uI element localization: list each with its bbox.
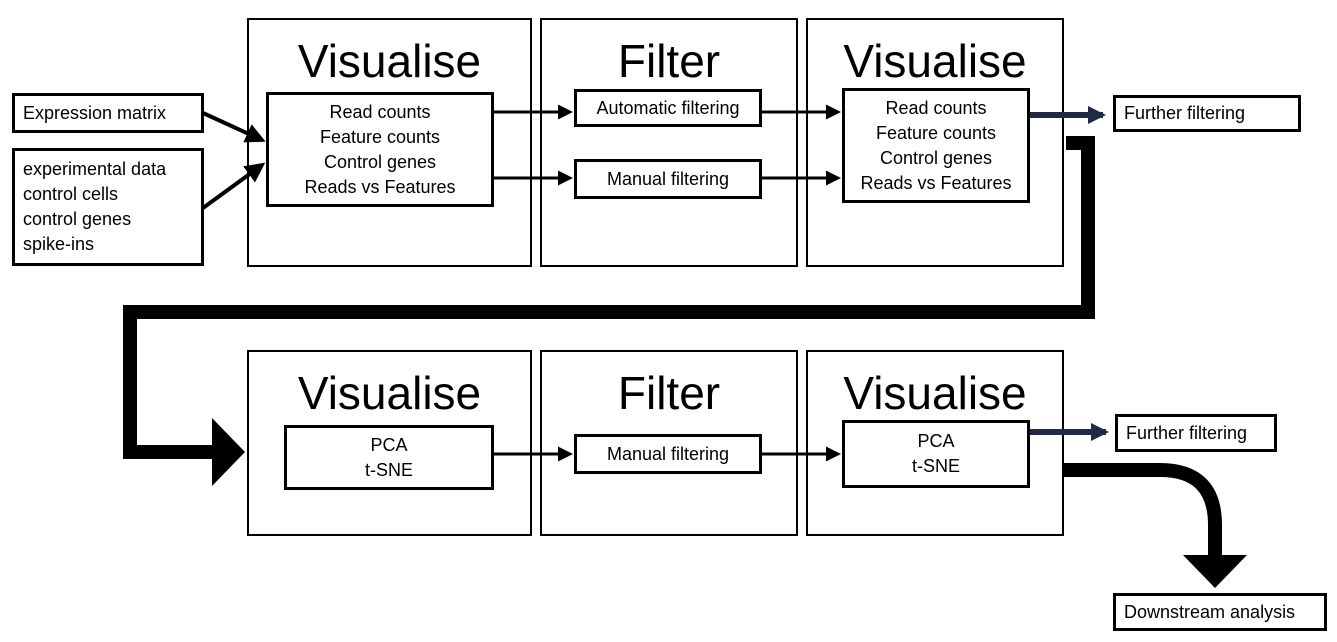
method-line: t-SNE <box>911 456 960 476</box>
filter-title-row2: Filter <box>617 367 721 419</box>
metric-line: Read counts <box>329 101 431 122</box>
manual-filtering-box-row1: Manual filtering <box>574 159 762 199</box>
visualise-metrics-box-row1-b: Read counts Feature counts Control genes… <box>842 88 1030 203</box>
experimental-data-box: experimental data control cells control … <box>12 148 204 266</box>
metric-line: Feature counts <box>319 126 441 147</box>
loop-arrowhead <box>212 418 245 486</box>
further-filtering-label: Further filtering <box>1124 103 1246 123</box>
pca-tsne-box-row2-b: PCA t-SNE <box>842 420 1030 488</box>
method-line: t-SNE <box>364 459 413 480</box>
visualise-title-row1-b: Visualise <box>843 35 1027 87</box>
manual-filtering-label: Manual filtering <box>606 168 730 189</box>
filter-title-row1: Filter <box>617 35 721 87</box>
metric-line: Reads vs Features <box>304 176 456 197</box>
manual-filtering-label: Manual filtering <box>606 443 730 464</box>
visualise-title-row1-a: Visualise <box>297 35 482 87</box>
method-line: PCA <box>370 434 408 455</box>
downstream-analysis-label: Downstream analysis <box>1124 601 1296 622</box>
automatic-filtering-box: Automatic filtering <box>574 89 762 127</box>
metric-line: Read counts <box>885 97 987 118</box>
method-line: PCA <box>917 431 955 451</box>
visualise-metrics-box-row1-a: Read counts Feature counts Control genes… <box>266 92 494 207</box>
input-line: control genes <box>23 209 132 229</box>
input-line: control cells <box>23 184 119 204</box>
further-filtering-box-row1: Further filtering <box>1113 95 1301 132</box>
downstream-arrowhead <box>1183 555 1247 588</box>
input-line: experimental data <box>23 159 167 179</box>
visualise-title-row2-a: Visualise <box>297 367 482 419</box>
further-filtering-box-row2: Further filtering <box>1115 414 1277 452</box>
filter-frame-row1: Filter <box>540 18 798 267</box>
visualise-title-row2-b: Visualise <box>843 367 1027 419</box>
manual-filtering-box-row2: Manual filtering <box>574 434 762 474</box>
metric-line: Feature counts <box>875 122 997 143</box>
downstream-analysis-box: Downstream analysis <box>1113 593 1327 631</box>
further-filtering-label: Further filtering <box>1126 422 1248 443</box>
expression-matrix-box: Expression matrix <box>12 93 204 133</box>
automatic-filtering-label: Automatic filtering <box>596 97 740 118</box>
metric-line: Control genes <box>323 151 437 172</box>
metric-line: Control genes <box>879 147 993 168</box>
input-line: spike-ins <box>23 234 95 254</box>
pca-tsne-box-row2-a: PCA t-SNE <box>284 425 494 490</box>
expression-matrix-label: Expression matrix <box>23 102 167 123</box>
downstream-connector <box>1062 463 1222 560</box>
metric-line: Reads vs Features <box>860 172 1012 193</box>
